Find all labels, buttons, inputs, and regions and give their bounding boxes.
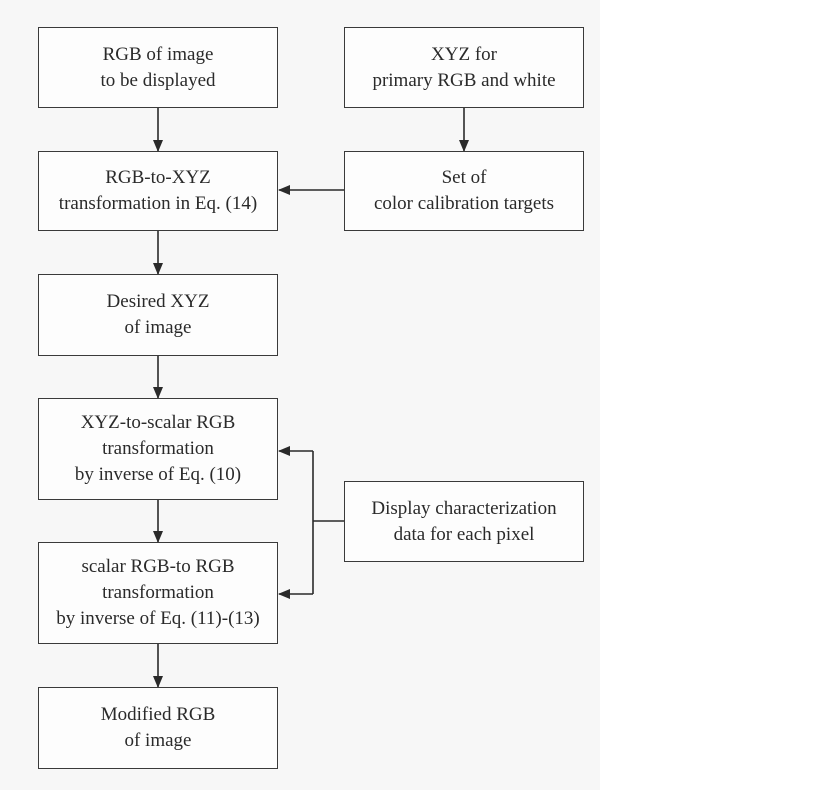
node-label-line: RGB-to-XYZ [105,167,211,188]
node-label-line: by inverse of Eq. (10) [74,464,242,485]
node-calibration-targets: Set of color calibration targets [344,151,584,231]
node-label-line: transformation [102,582,214,603]
node-label-line: of image [124,317,192,338]
node-xyz-primaries: XYZ for primary RGB and white [344,27,584,108]
diagram-background [0,0,600,790]
node-label-line: by inverse of Eq. (11)-(13) [56,608,260,629]
node-label-line: of image [124,730,192,751]
node-label-line: scalar RGB-to RGB [81,556,235,577]
node-label-line: to be displayed [100,69,216,91]
node-label-line: transformation in Eq. (14) [58,193,258,214]
node-label-line: RGB of image [102,43,214,65]
node-label-line: color calibration targets [373,193,555,214]
node-display-characterization: Display characterization data for each p… [344,481,584,562]
node-label-line: data for each pixel [393,523,535,545]
node-label-line: Display characterization [371,497,557,519]
node-label-line: Modified RGB [100,704,216,725]
node-xyz-to-scalar: XYZ-to-scalar RGB transformation by inve… [38,398,278,500]
node-desired-xyz: Desired XYZ of image [38,274,278,356]
node-modified-rgb: Modified RGB of image [38,687,278,769]
node-label-line: XYZ-to-scalar RGB [80,412,236,433]
node-rgb-to-xyz: RGB-to-XYZ transformation in Eq. (14) [38,151,278,231]
node-label-line: XYZ for [431,43,497,65]
node-label-line: Set of [441,167,487,188]
node-label-line: transformation [102,438,214,459]
node-scalar-to-rgb: scalar RGB-to RGB transformation by inve… [38,542,278,644]
node-label-line: Desired XYZ [106,291,210,312]
node-rgb-of-image: RGB of image to be displayed [38,27,278,108]
node-label-line: primary RGB and white [372,69,556,91]
